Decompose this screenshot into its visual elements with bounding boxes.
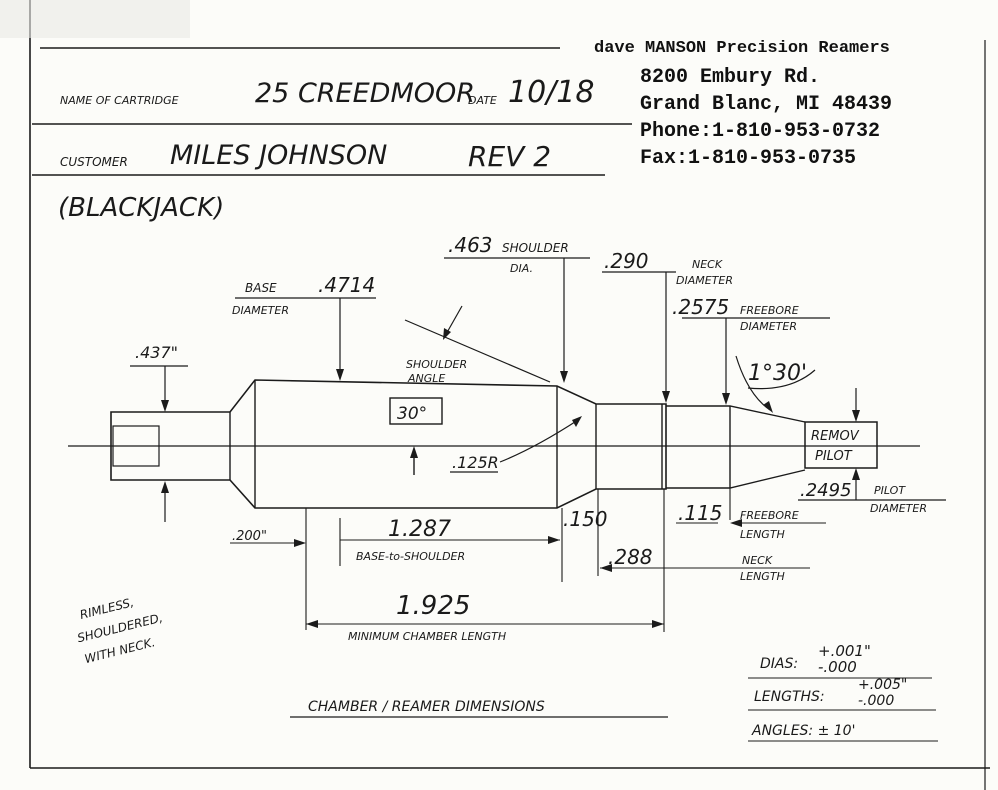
neck-diameter-sub: DIAMETER xyxy=(676,274,733,287)
chamber-profile xyxy=(110,379,878,509)
pilot-diameter-value: .2495 xyxy=(800,480,852,501)
chamber-length-label: MINIMUM CHAMBER LENGTH xyxy=(348,630,506,643)
rim-diameter-value: .437" xyxy=(135,343,178,362)
pilot-diameter-label: PILOT xyxy=(874,484,906,497)
tol-dias-label: DIAS: xyxy=(760,656,798,672)
tol-dias-plus: +.001" xyxy=(818,642,871,660)
shoulder-diameter-sub: DIA. xyxy=(510,262,533,275)
radius-value: .125R xyxy=(452,453,499,472)
base-to-shoulder-label: BASE-to-SHOULDER xyxy=(356,550,465,563)
customer-value: MILES JOHNSON xyxy=(170,140,387,171)
base-diameter-sub: DIAMETER xyxy=(232,304,289,317)
shoulder-diameter-label: SHOULDER xyxy=(502,241,569,255)
throat-angle-value: 1°30' xyxy=(748,361,807,386)
neck-length-value: .288 xyxy=(608,545,653,569)
shoulder-angle-label-2: ANGLE xyxy=(407,372,445,385)
freebore-length-value: .115 xyxy=(678,501,723,525)
pilot-label-1: REMOV xyxy=(811,429,860,444)
company-fax: Fax:1-810-953-0735 xyxy=(640,147,856,170)
neck-diameter-label: NECK xyxy=(692,258,723,271)
date-value: 10/18 xyxy=(508,75,594,110)
neck-length-label-1: NECK xyxy=(742,554,773,567)
tol-dias-minus: -.000 xyxy=(818,658,857,676)
freebore-length-label-1: FREEBORE xyxy=(740,509,799,522)
type-line-1: RIMLESS, xyxy=(78,595,135,622)
company-name: dave MANSON Precision Reamers xyxy=(594,39,890,58)
removable-pilot-box xyxy=(804,421,878,469)
shoulder-angle-value: 30° xyxy=(397,404,427,424)
tol-angles: ANGLES: ± 10' xyxy=(751,723,855,739)
chamber-length-value: 1.925 xyxy=(396,591,470,621)
company-header: dave MANSON Precision Reamers 8200 Embur… xyxy=(594,39,892,170)
customer-label: CUSTOMER xyxy=(60,155,128,169)
company-city: Grand Blanc, MI 48439 xyxy=(640,93,892,116)
shoulder-length-value: .150 xyxy=(563,507,608,531)
base-diameter-value: .4714 xyxy=(318,273,375,297)
tol-lengths-minus: -.000 xyxy=(858,693,894,709)
freebore-diameter-value: .2575 xyxy=(672,295,729,319)
tol-lengths-plus: +.005" xyxy=(858,677,907,693)
neck-diameter-value: .290 xyxy=(604,249,649,273)
scan-smudge xyxy=(0,0,190,38)
freebore-length-label-2: LENGTH xyxy=(740,528,785,541)
cartridge-value: 25 CREEDMOOR xyxy=(255,78,475,109)
neck-length-label-2: LENGTH xyxy=(740,570,785,583)
pilot-label-2: PILOT xyxy=(815,449,853,464)
date-label: DATE xyxy=(468,94,497,107)
shoulder-angle-label-1: SHOULDER xyxy=(406,358,467,371)
freebore-diameter-label: FREEBORE xyxy=(740,304,799,317)
shank-end-detail xyxy=(112,425,160,467)
company-phone: Phone:1-810-953-0732 xyxy=(640,120,880,143)
cartridge-type-note: RIMLESS, SHOULDERED, WITH NECK. xyxy=(76,595,164,666)
drawing-title: CHAMBER / REAMER DIMENSIONS xyxy=(308,699,545,715)
cartridge-label: NAME OF CARTRIDGE xyxy=(60,94,179,107)
nickname-note: (BLACKJACK) xyxy=(58,193,224,223)
base-diameter-label: BASE xyxy=(245,281,277,295)
tolerance-block: DIAS: +.001" -.000 LENGTHS: +.005" -.000… xyxy=(748,642,938,742)
pilot-diameter-sub: DIAMETER xyxy=(870,502,927,515)
shoulder-diameter-value: .463 xyxy=(448,233,493,257)
tol-lengths-label: LENGTHS: xyxy=(754,689,825,705)
freebore-diameter-sub: DIAMETER xyxy=(740,320,797,333)
rim-thickness-value: .200" xyxy=(232,529,267,544)
shoulder-angle-box xyxy=(389,397,443,425)
base-to-shoulder-value: 1.287 xyxy=(388,517,451,542)
revision-value: REV 2 xyxy=(468,140,551,173)
company-street: 8200 Embury Rd. xyxy=(640,66,820,89)
